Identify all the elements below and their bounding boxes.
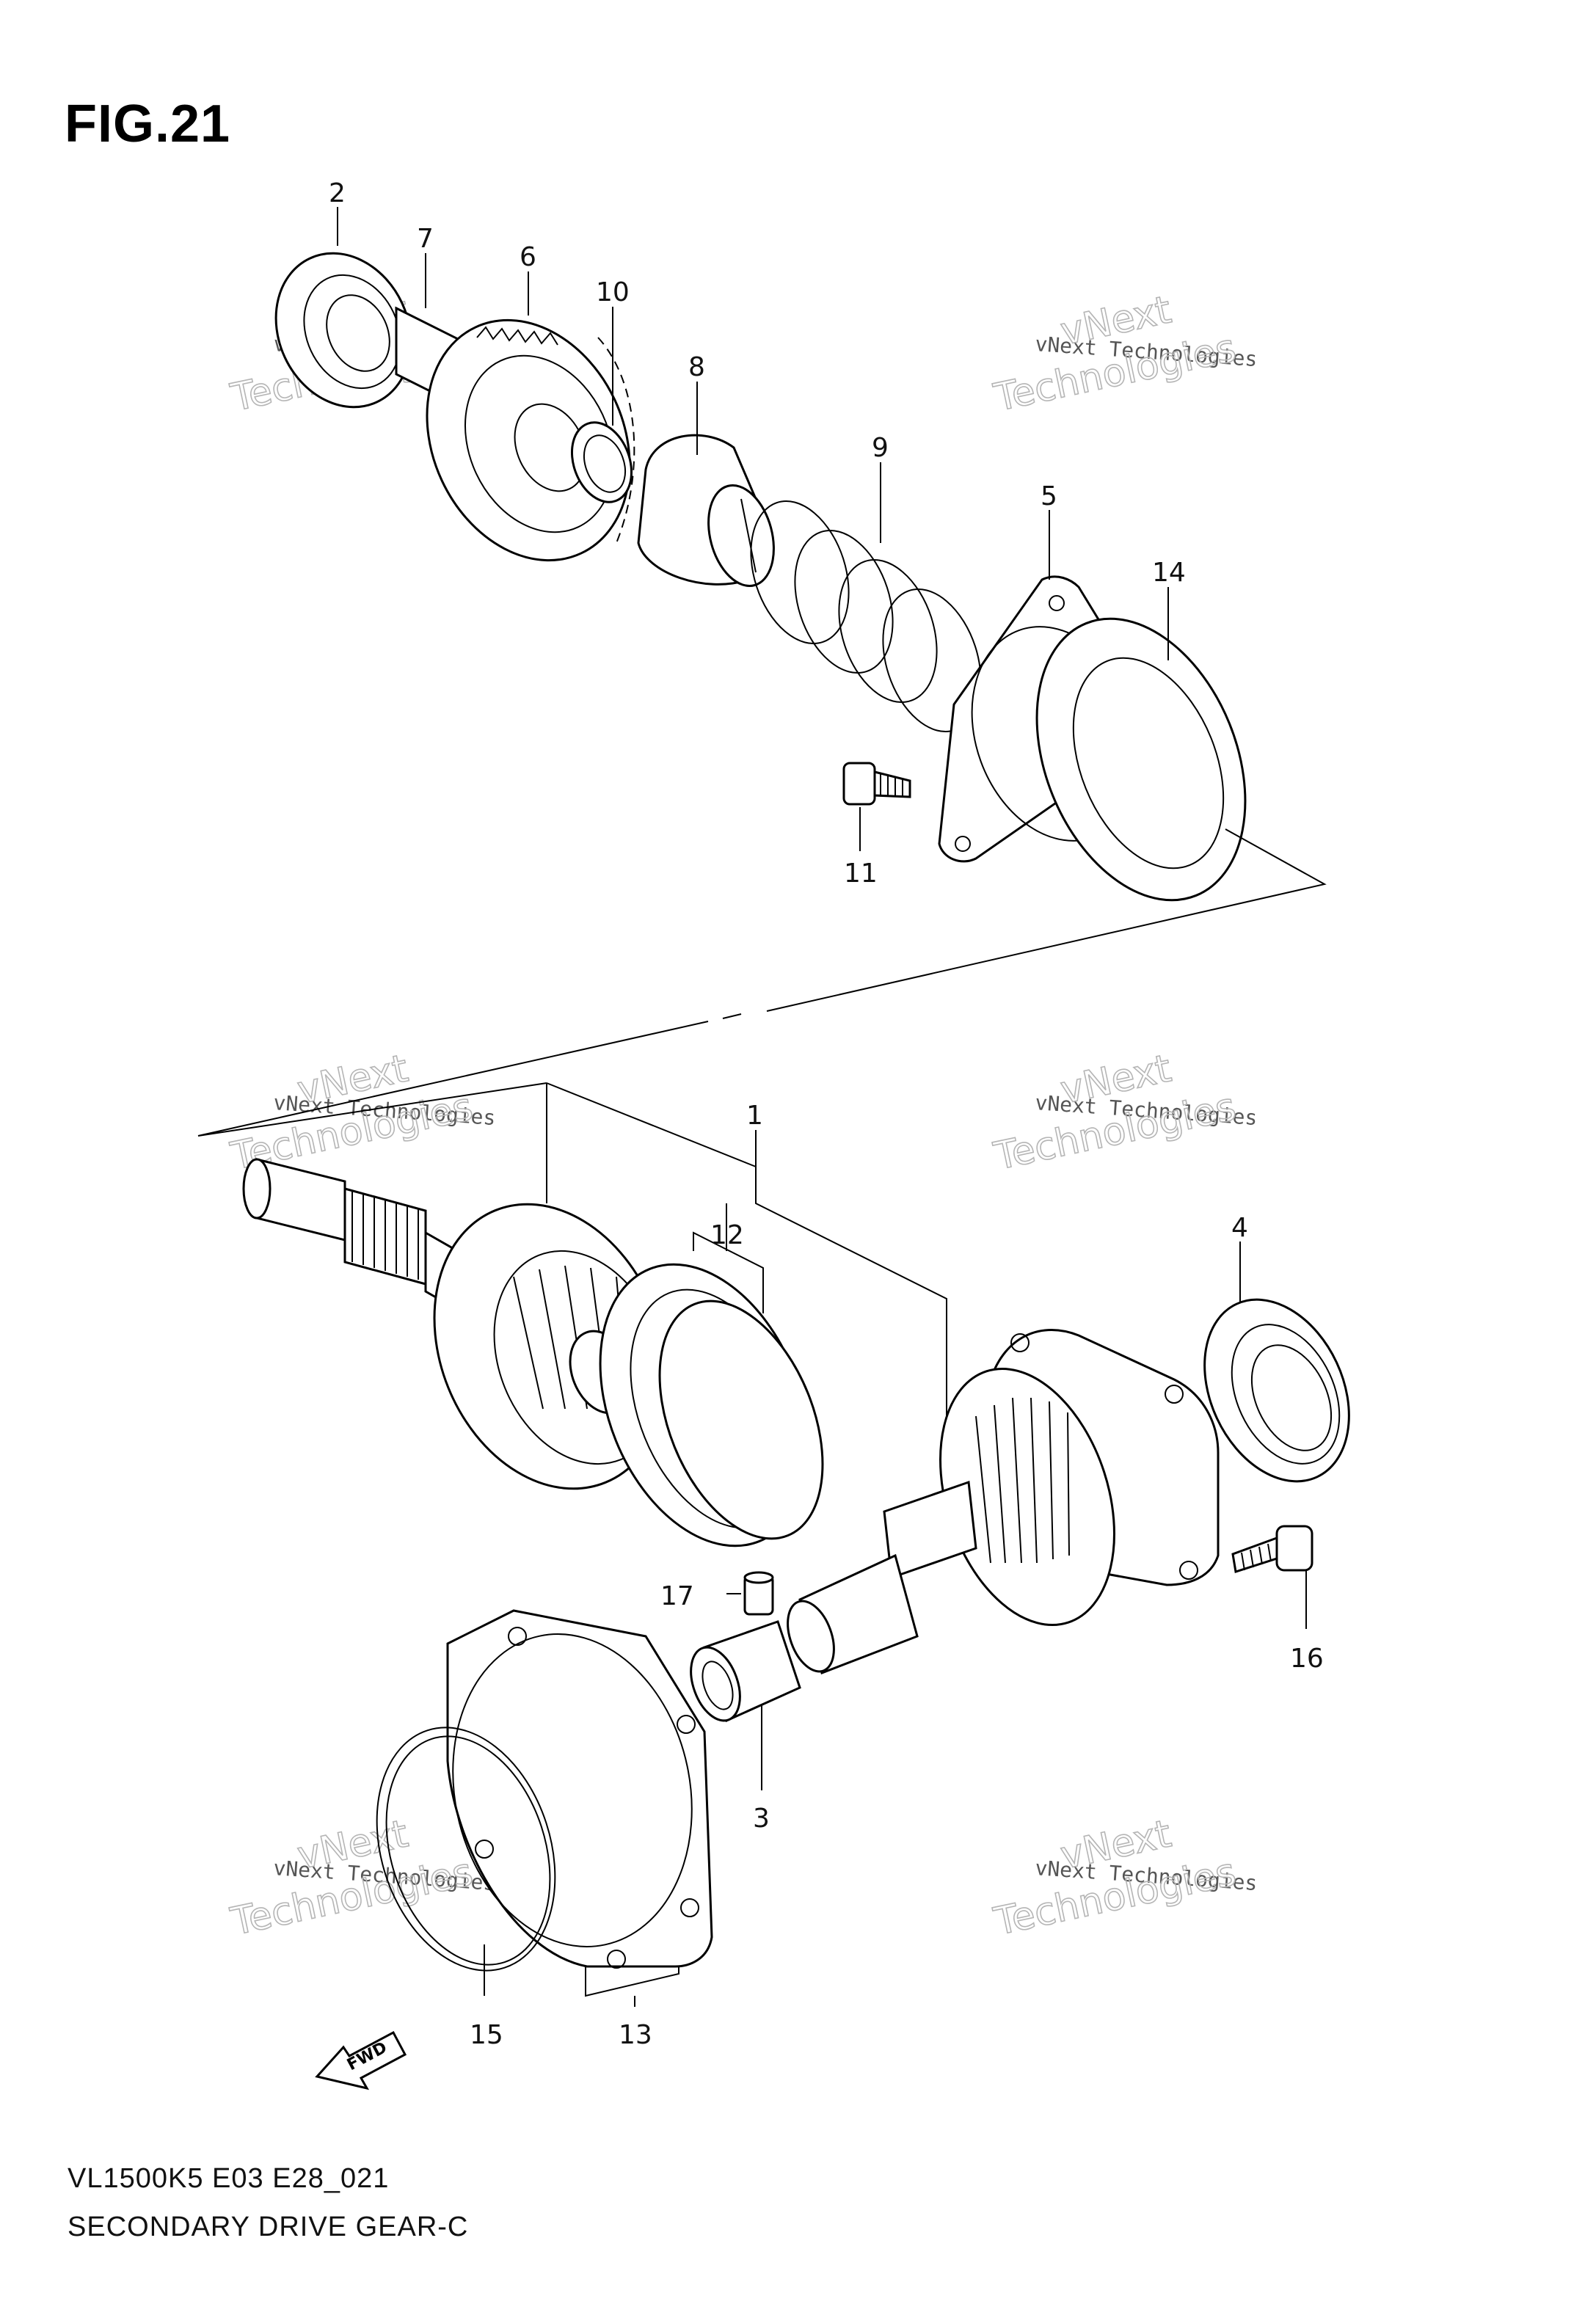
connector-line: [197, 828, 1327, 1137]
callout-16: 16: [1290, 1644, 1324, 1674]
watermark-3: vNext Technologies Technologies vNext: [226, 1046, 496, 1180]
fwd-arrow-icon: FWD: [315, 2030, 407, 2090]
part-13-cover: [446, 1609, 713, 1969]
part-16-bolt: [1231, 1525, 1313, 1573]
callout-1: 1: [746, 1101, 763, 1131]
pinion-housing: [787, 1329, 1220, 1674]
callout-15: 15: [470, 2020, 503, 2050]
part-12-shim: [599, 1263, 824, 1547]
figure-name: SECONDARY DRIVE GEAR-C: [68, 2212, 469, 2242]
callout-7: 7: [417, 224, 434, 254]
part-6-gear: [426, 318, 635, 562]
callout-3: 3: [753, 1804, 770, 1834]
callout-11: 11: [844, 858, 878, 889]
watermark-4: vNext Technologies Technologies vNext: [989, 1046, 1258, 1180]
figure-code: VL1500K5 E03 E28_021: [68, 2163, 390, 2194]
part-17-pin: [743, 1571, 774, 1616]
part-15-o-ring: [376, 1727, 556, 1972]
callout-10: 10: [596, 277, 630, 307]
watermark-2: vNext Technologies Technologies vNext: [989, 288, 1258, 421]
part-14-shim: [1035, 617, 1247, 902]
callout-5: 5: [1041, 481, 1057, 511]
part-8-cam: [637, 434, 775, 587]
callout-2: 2: [329, 178, 346, 208]
callout-12: 12: [710, 1220, 744, 1250]
callout-17: 17: [660, 1581, 694, 1611]
part-3-spacer: [690, 1620, 801, 1723]
callout-6: 6: [520, 242, 536, 272]
callout-labels: 1 2 3 4 5 6 7 8 9 10 11 12 13 14 15 16 1…: [329, 178, 1324, 2050]
callout-13: 13: [619, 2020, 652, 2050]
part-2-bearing: [274, 252, 412, 409]
figure-title: FIG.21: [65, 95, 231, 153]
callout-9: 9: [872, 433, 889, 463]
part-4-oil-seal: [1203, 1298, 1350, 1483]
callout-4: 4: [1231, 1213, 1248, 1243]
callout-8: 8: [688, 352, 705, 382]
watermark-6: vNext Technologies Technologies vNext: [989, 1812, 1258, 1945]
part-10-circlip: [570, 421, 633, 503]
watermark-5: vNext Technologies Technologies vNext: [226, 1812, 496, 1945]
part-11-bolt: [842, 762, 911, 806]
callout-14: 14: [1152, 558, 1186, 588]
leader-lines-upper: [337, 207, 1169, 851]
